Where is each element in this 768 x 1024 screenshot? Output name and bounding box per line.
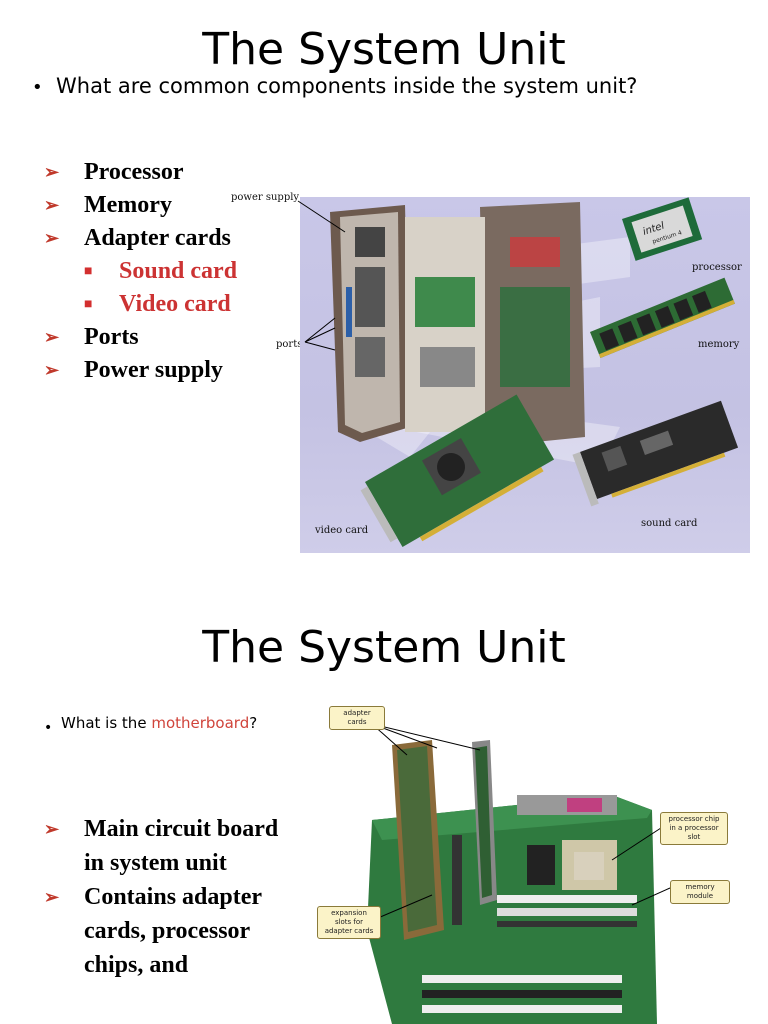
ports-label: ports xyxy=(276,339,303,350)
list-item-processor: ➢ Processor xyxy=(44,156,237,189)
list-item-label: Main circuit board in system unit xyxy=(84,816,279,876)
processor-label: processor xyxy=(692,262,742,273)
arrow-bullet-icon: ➢ xyxy=(44,228,60,248)
motherboard-illustration xyxy=(367,723,671,1024)
memory-label: memory xyxy=(698,339,740,350)
adapter-cards-callout: adapter cards xyxy=(329,706,385,730)
slide-1: The System Unit • What are common compone… xyxy=(32,24,750,553)
slide-1-title: The System Unit xyxy=(202,24,566,75)
question-text: What is the xyxy=(61,714,152,732)
list-item-main-circuit-board: ➢ Main circuit board in system unit xyxy=(44,812,304,880)
arrow-bullet-icon: ➢ xyxy=(44,360,60,380)
list-item-label: Contains adapter cards, processor chips,… xyxy=(84,884,262,978)
arrow-bullet-icon: ➢ xyxy=(44,887,60,907)
question-mark: ? xyxy=(249,714,258,732)
list-item-label: Power supply xyxy=(84,357,223,383)
list-item-ports: ➢ Ports xyxy=(44,321,237,354)
list-item-power-supply: ➢ Power supply xyxy=(44,354,237,387)
arrow-bullet-icon: ➢ xyxy=(44,327,60,347)
sound-card-label: sound card xyxy=(641,518,698,529)
system-unit-illustration: intel pentium 4 xyxy=(330,197,739,547)
list-item-adapter-cards: ➢ Adapter cards xyxy=(44,222,237,255)
leader-lines xyxy=(297,200,346,351)
list-item-memory: ➢ Memory xyxy=(44,189,237,222)
square-bullet-icon: ■ xyxy=(84,297,93,312)
arrow-bullet-icon: ➢ xyxy=(44,162,60,182)
motherboard-list: ➢ Main circuit board in system unit ➢ Co… xyxy=(44,812,304,982)
bullet-dot-icon: • xyxy=(32,77,43,98)
system-unit-components-photo: intel pentium 4 xyxy=(300,197,750,553)
slide-2-question: • What is the motherboard? xyxy=(44,714,258,736)
list-item-sound-card: ■ Sound card xyxy=(44,255,237,288)
arrow-bullet-icon: ➢ xyxy=(44,195,60,215)
processor-chip-callout: processor chip in a processor slot xyxy=(660,812,728,845)
list-item-label: Adapter cards xyxy=(84,225,231,251)
expansion-slots-callout: expansion slots for adapter cards xyxy=(317,906,381,939)
list-item-label: Video card xyxy=(119,291,231,317)
slide-2-title: The System Unit xyxy=(202,622,566,673)
list-item-label: Processor xyxy=(84,159,184,185)
power-supply-label: power supply xyxy=(231,192,300,203)
slide-2: The System Unit • What is the motherboard… xyxy=(0,600,768,1024)
slide-1-question: • What are common components inside the s… xyxy=(32,74,637,98)
arrow-bullet-icon: ➢ xyxy=(44,819,60,839)
list-item-label: Ports xyxy=(84,324,139,350)
motherboard-photo: adapter cards processor chip in a proces… xyxy=(312,700,732,1024)
motherboard-highlight: motherboard xyxy=(151,714,250,732)
list-item-video-card: ■ Video card xyxy=(44,288,237,321)
slide-1-question-text: What are common components inside the sy… xyxy=(56,74,638,98)
video-card-label: video card xyxy=(315,525,369,536)
memory-module-callout: memory module xyxy=(670,880,730,904)
list-item-contains: ➢ Contains adapter cards, processor chip… xyxy=(44,880,304,982)
list-item-label: Sound card xyxy=(119,258,238,284)
square-bullet-icon: ■ xyxy=(84,264,93,279)
component-list: ➢ Processor ➢ Memory ➢ Adapter cards ■ S… xyxy=(44,156,237,387)
bullet-dot-icon: • xyxy=(44,720,53,736)
list-item-label: Memory xyxy=(84,192,172,218)
